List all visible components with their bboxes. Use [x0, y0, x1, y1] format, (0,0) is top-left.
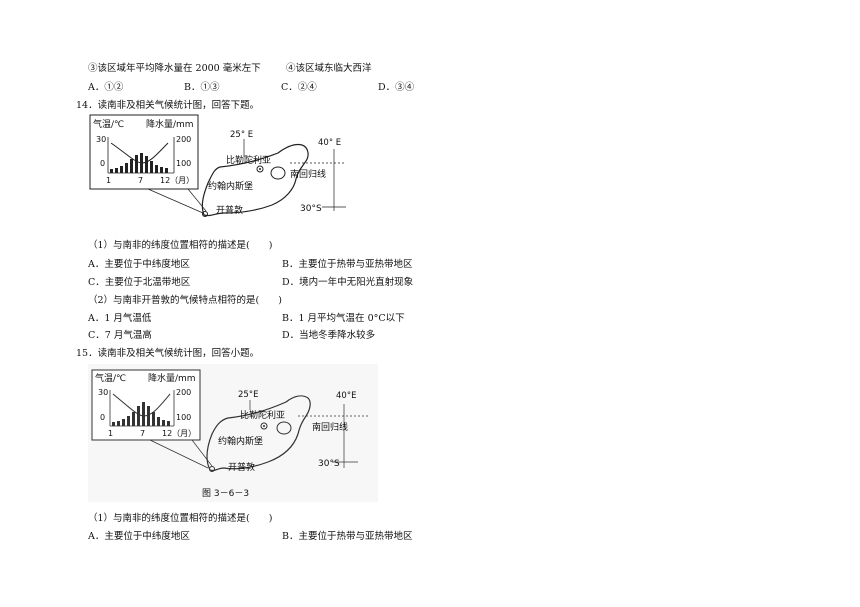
q14-lon-40-label: 40° E	[318, 138, 341, 148]
q15-figure: 气温/℃ 降水量/mm 200 30 0 100 1 7 12（月）	[88, 364, 378, 502]
q15-y-left-tick-0: 0	[100, 413, 105, 422]
q13-option-c: C．②④	[281, 82, 317, 93]
q14-stem: 14．读南非及相关气候统计图，回答下题。	[76, 100, 260, 111]
q13-option-a: A．①②	[88, 82, 124, 93]
q14-lesotho	[270, 166, 286, 180]
q15-y-left-label: 气温/℃	[95, 372, 126, 384]
q14-sub1-option-a: A．主要位于中纬度地区	[88, 259, 190, 270]
q14-figure-svg: 气温/℃ 降水量/mm 30 0 200 100 1 7 12（月）	[89, 114, 346, 217]
q14-y-right-tick-100: 100	[176, 159, 191, 168]
q15-figure-caption: 图 3－6－3	[202, 488, 249, 499]
q13-option-d: D．③④	[378, 82, 415, 93]
q15-lat-30-label: 30°S	[318, 459, 340, 469]
q15-johannesburg-label: 约翰内斯堡	[218, 435, 263, 447]
q15-sub1-option-b: B．主要位于热带与亚热带地区	[282, 531, 413, 542]
q15-johannesburg-dot	[260, 422, 268, 430]
q15-y-left-tick-30: 30	[98, 388, 108, 397]
q14-sub2-question: （2）与南非开普敦的气候特点相符的是( )	[88, 295, 282, 306]
q15-x-tick-12: 12（月）	[162, 429, 196, 438]
q13-option-b: B．①③	[184, 82, 220, 93]
q14-capetown-label: 开普敦	[216, 204, 243, 216]
q14-sub2-option-a: A．1 月气温低	[88, 313, 152, 324]
q14-y-right-tick-200: 200	[176, 135, 191, 144]
q14-sub2-option-d: D．当地冬季降水较多	[282, 330, 376, 341]
q15-y-right-tick-200: 200	[176, 388, 191, 397]
q15-y-right-label: 降水量/mm	[148, 372, 196, 384]
q15-precip-bars	[112, 402, 170, 426]
q15-figure-svg: 气温/℃ 降水量/mm 200 30 0 100 1 7 12（月）	[88, 364, 378, 502]
q15-pretoria-label: 比勒陀利亚	[240, 409, 285, 421]
q15-lesotho	[276, 421, 292, 435]
q14-pretoria-label: 比勒陀利亚	[226, 154, 271, 166]
q14-x-tick-7: 7	[138, 176, 143, 185]
q15-x-tick-1: 1	[108, 429, 113, 438]
q14-sub1-question: （1）与南非的纬度位置相符的描述是( )	[88, 240, 273, 251]
q15-y-right-tick-100: 100	[176, 413, 191, 422]
q14-sub1-option-d: D．境内一年中无阳光直射现象	[282, 277, 414, 288]
q14-sub2-option-b: B．1 月平均气温在 0°C以下	[282, 313, 405, 324]
q14-y-left-label: 气温/℃	[93, 118, 124, 130]
q15-lon-40-label: 40°E	[336, 391, 356, 401]
q14-x-tick-1: 1	[106, 176, 111, 185]
q15-capetown-label: 开普敦	[228, 461, 255, 473]
q14-sub1-option-b: B．主要位于热带与亚热带地区	[282, 259, 413, 270]
q13-statement-4: ④该区域东临大西洋	[286, 63, 372, 74]
q14-y-left-tick-0: 0	[100, 159, 105, 168]
q14-tropic-label: 南回归线	[290, 168, 326, 180]
q15-lon-25-label: 25°E	[238, 390, 258, 400]
q14-figure: 气温/℃ 降水量/mm 30 0 200 100 1 7 12（月）	[88, 113, 358, 225]
q14-y-right-label: 降水量/mm	[146, 118, 194, 130]
q14-sub1-option-c: C．主要位于北温带地区	[88, 277, 191, 288]
q15-sub1-question: （1）与南非的纬度位置相符的描述是( )	[88, 513, 273, 524]
q14-x-tick-12: 12（月）	[160, 176, 194, 185]
q13-statement-3: ③该区域年平均降水量在 2000 毫米左下	[88, 63, 261, 74]
q14-temp-curve	[110, 142, 169, 164]
q14-johannesburg-label: 约翰内斯堡	[208, 180, 253, 192]
q14-sub2-option-c: C．7 月气温高	[88, 330, 152, 341]
q14-lon-25-label: 25° E	[230, 130, 253, 140]
q15-sub1-option-a: A．主要位于中纬度地区	[88, 531, 190, 542]
q15-x-tick-7: 7	[140, 429, 145, 438]
q15-south-africa-outline	[206, 395, 311, 472]
q15-temp-curve	[112, 393, 171, 417]
q14-johannesburg-dot	[256, 165, 264, 173]
q14-capetown-dot	[202, 211, 208, 217]
q14-lat-30-label: 30°S	[300, 204, 322, 214]
q15-capetown-dot	[209, 466, 215, 472]
q14-south-africa-outline	[201, 143, 309, 217]
q15-stem: 15．读南非及相关气候统计图，回答小题。	[76, 348, 260, 359]
q14-y-left-tick-30: 30	[96, 135, 106, 144]
q15-tropic-label: 南回归线	[312, 421, 348, 433]
